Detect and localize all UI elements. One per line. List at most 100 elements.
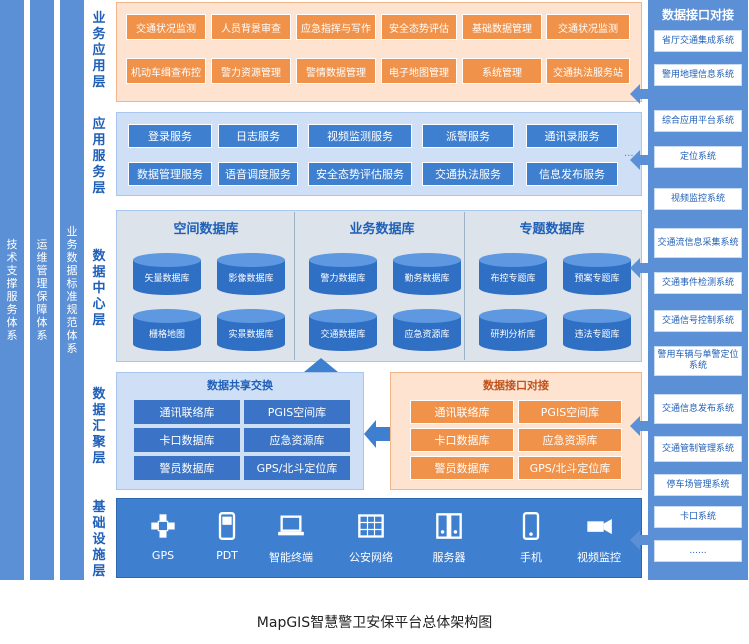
data-share-chip[interactable]: 应急资源库 xyxy=(244,428,350,452)
data-interface-chip[interactable]: PGIS空间库 xyxy=(518,400,622,424)
database-label: 预案专题库 xyxy=(574,273,620,284)
business-app-chip[interactable]: 应急指挥与写作 xyxy=(296,14,376,40)
database-cylinder[interactable]: 影像数据库 xyxy=(216,252,286,296)
database-cylinder[interactable]: 栅格地图 xyxy=(132,308,202,352)
infrastructure-item[interactable]: 手机 xyxy=(500,512,562,568)
database-label: 应急资源库 xyxy=(404,329,450,340)
database-cylinder[interactable]: 研判分析库 xyxy=(478,308,548,352)
layer-label-data-collect: 数据汇聚层 xyxy=(92,387,106,466)
app-service-chip[interactable]: 通讯录服务 xyxy=(526,124,618,148)
data-interface-chip[interactable]: 应急资源库 xyxy=(518,428,622,452)
business-app-chip[interactable]: 安全态势评估 xyxy=(381,14,457,40)
right-panel-title: 数据接口对接 xyxy=(661,8,734,22)
layer-label-data-center: 数据中心层 xyxy=(92,249,106,328)
database-cylinder[interactable]: 勤务数据库 xyxy=(392,252,462,296)
business-app-chip[interactable]: 交通状况监测 xyxy=(546,14,630,40)
data-interface-chip[interactable]: 卡口数据库 xyxy=(410,428,514,452)
right-panel-system[interactable]: 省厅交通集成系统 xyxy=(654,30,742,52)
database-label: 栅格地图 xyxy=(148,329,185,340)
business-app-chip[interactable]: 交通状况监测 xyxy=(126,14,206,40)
right-panel-system[interactable]: 警用地理信息系统 xyxy=(654,64,742,86)
business-app-chip[interactable]: 人员背景审查 xyxy=(211,14,291,40)
layer-label-business-app: 业务应用层 xyxy=(92,11,106,90)
right-panel-system[interactable]: 交通流信息采集系统 xyxy=(654,228,742,258)
app-service-chip[interactable]: 日志服务 xyxy=(218,124,298,148)
right-panel-system[interactable]: 视频监控系统 xyxy=(654,188,742,210)
database-label: 违法专题库 xyxy=(574,329,620,340)
right-panel-system[interactable]: 警用车辆与单警定位系统 xyxy=(654,346,742,376)
app-service-chip[interactable]: 语音调度服务 xyxy=(218,162,298,186)
app-service-chip[interactable]: 安全态势评估服务 xyxy=(308,162,412,186)
data-share-chip[interactable]: 警员数据库 xyxy=(134,456,240,480)
business-app-chip[interactable]: 系统管理 xyxy=(462,58,542,84)
database-cylinder[interactable]: 警力数据库 xyxy=(308,252,378,296)
infrastructure-panel xyxy=(116,498,642,578)
handheld-terminal-icon xyxy=(213,512,241,543)
right-panel-system[interactable]: 交通事件检测系统 xyxy=(654,272,742,294)
arrow-to-datacenter xyxy=(630,258,650,278)
infrastructure-item[interactable]: 视频监控 xyxy=(568,512,630,568)
infrastructure-item[interactable]: PDT xyxy=(196,512,258,568)
business-app-chip[interactable]: 机动车缉查布控 xyxy=(126,58,206,84)
db-group-title: 空间数据库 xyxy=(173,222,239,237)
arrow-to-infra xyxy=(630,530,650,550)
data-share-title: 数据共享交换 xyxy=(207,379,273,392)
database-cylinder[interactable]: 矢量数据库 xyxy=(132,252,202,296)
database-cylinder[interactable]: 实景数据库 xyxy=(216,308,286,352)
data-share-chip[interactable]: PGIS空间库 xyxy=(244,400,350,424)
business-app-chip[interactable]: 交通执法服务站 xyxy=(546,58,630,84)
app-service-chip[interactable]: 信息发布服务 xyxy=(526,162,618,186)
app-service-chip[interactable]: 视频监测服务 xyxy=(308,124,412,148)
infrastructure-item[interactable]: 服务器 xyxy=(418,512,480,568)
app-service-chip[interactable]: 数据管理服务 xyxy=(128,162,212,186)
database-label: 研判分析库 xyxy=(490,329,536,340)
database-cylinder[interactable]: 布控专题库 xyxy=(478,252,548,296)
database-label: 实景数据库 xyxy=(228,329,274,340)
right-panel-system[interactable]: 交通管制管理系统 xyxy=(654,436,742,462)
infrastructure-item[interactable]: GPS xyxy=(132,512,194,568)
infrastructure-label: 服务器 xyxy=(432,551,466,564)
business-app-chip[interactable]: 基础数据管理 xyxy=(462,14,542,40)
data-interface-chip[interactable]: GPS/北斗定位库 xyxy=(518,456,622,480)
network-grid-icon xyxy=(357,512,385,543)
left-column-standards-text: 业务数据标准规范体系 xyxy=(66,225,78,355)
database-cylinder[interactable]: 预案专题库 xyxy=(562,252,632,296)
right-panel-system[interactable]: 定位系统 xyxy=(654,146,742,168)
right-panel-system[interactable]: 交通信息发布系统 xyxy=(654,394,742,424)
data-share-chip[interactable]: GPS/北斗定位库 xyxy=(244,456,350,480)
database-cylinder[interactable]: 交通数据库 xyxy=(308,308,378,352)
left-column-ops: 运维管理保障体系 xyxy=(30,0,54,580)
right-panel-system[interactable]: ...... xyxy=(654,540,742,562)
data-interface-chip[interactable]: 警员数据库 xyxy=(410,456,514,480)
db-group-title: 专题数据库 xyxy=(519,222,585,237)
right-panel-system[interactable]: 卡口系统 xyxy=(654,506,742,528)
camera-icon xyxy=(585,512,613,543)
database-cylinder[interactable]: 违法专题库 xyxy=(562,308,632,352)
data-center-panel xyxy=(116,210,642,362)
database-cylinder[interactable]: 应急资源库 xyxy=(392,308,462,352)
business-app-chip[interactable]: 电子地图管理 xyxy=(381,58,457,84)
database-label: 矢量数据库 xyxy=(144,273,190,284)
data-interface-chip[interactable]: 通讯联络库 xyxy=(410,400,514,424)
layer-label-infrastructure: 基础设施层 xyxy=(92,500,106,579)
database-label: 影像数据库 xyxy=(228,273,274,284)
app-service-chip[interactable]: 交通执法服务 xyxy=(422,162,514,186)
right-panel-system[interactable]: 停车场管理系统 xyxy=(654,474,742,496)
infrastructure-item[interactable]: 智能终端 xyxy=(260,512,322,568)
right-arrows xyxy=(630,84,650,550)
arrow-to-service xyxy=(630,150,650,170)
app-service-chip[interactable]: 派警服务 xyxy=(422,124,514,148)
server-icon xyxy=(435,512,463,543)
app-service-ellipsis: ... xyxy=(624,148,634,159)
app-service-chip[interactable]: 登录服务 xyxy=(128,124,212,148)
left-column-tech: 技术支撑服务体系 xyxy=(0,0,24,580)
arrow-to-collect xyxy=(630,416,650,436)
data-share-chip[interactable]: 通讯联络库 xyxy=(134,400,240,424)
right-panel-system[interactable]: 交通信号控制系统 xyxy=(654,310,742,332)
infrastructure-item[interactable]: 公安网络 xyxy=(340,512,402,568)
mobile-phone-icon xyxy=(517,512,545,543)
business-app-chip[interactable]: 警力资源管理 xyxy=(211,58,291,84)
data-share-chip[interactable]: 卡口数据库 xyxy=(134,428,240,452)
business-app-chip[interactable]: 警情数据管理 xyxy=(296,58,376,84)
right-panel-system[interactable]: 综合应用平台系统 xyxy=(654,110,742,132)
